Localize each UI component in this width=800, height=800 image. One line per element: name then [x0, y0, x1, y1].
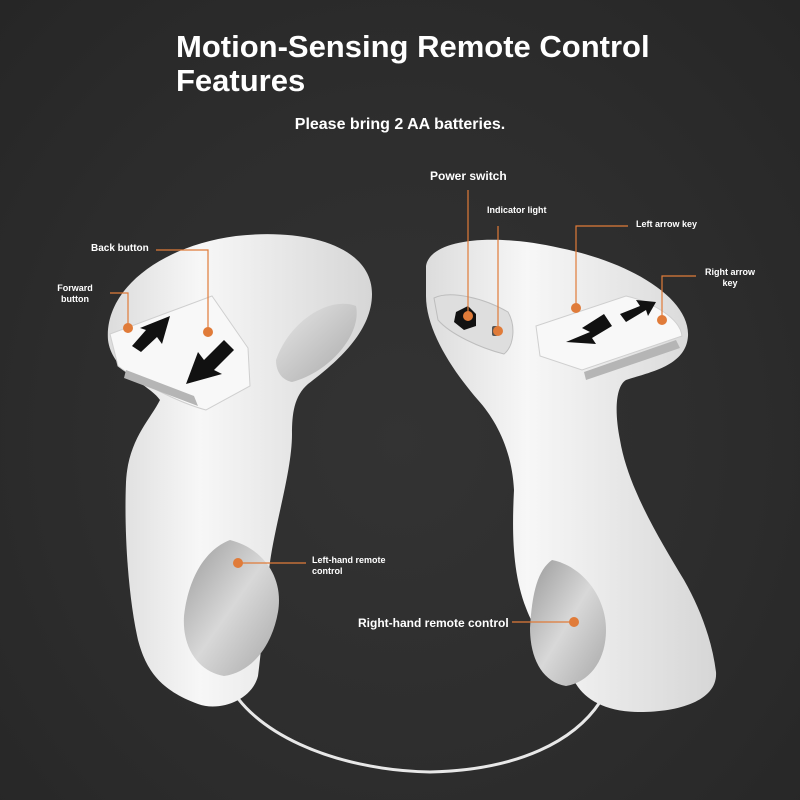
- right-hand-remote-dot: [569, 617, 579, 627]
- right-remote-grip: [530, 560, 606, 686]
- connecting-cable: [226, 681, 602, 774]
- left-remote-front-slot: [124, 370, 198, 406]
- left-remote-grip: [183, 540, 279, 676]
- right-hand-remote: [426, 239, 717, 712]
- right-remote-top-panel: [535, 295, 683, 371]
- callout-dots: [123, 303, 667, 627]
- left-remote-lens: [276, 303, 357, 382]
- left-arrow-key-dot: [571, 303, 581, 313]
- left-arrow-key-leader: [575, 225, 628, 306]
- back-button-label: Back button: [91, 243, 149, 254]
- power-switch-dot: [463, 311, 473, 321]
- indicator-light-dot: [493, 326, 503, 336]
- indicator-light-label: Indicator light: [487, 205, 547, 215]
- forward-button-label: Forward button: [57, 283, 93, 304]
- right-hand-remote-label: Right-hand remote control: [358, 616, 509, 630]
- left-hand-remote: [107, 234, 372, 707]
- right-arrow-key-label: Right arrow key: [704, 267, 755, 288]
- left-hand-remote-label: Left-hand remote control: [312, 555, 386, 576]
- right-arrow-key-leader: [661, 275, 696, 318]
- right-arrow-key-dot: [657, 315, 667, 325]
- forward-arrow-icon: [132, 316, 170, 352]
- right-remote-front-slot: [584, 340, 680, 380]
- forward-button-leader: [110, 292, 129, 326]
- left-arrow-key-label: Left arrow key: [636, 219, 698, 229]
- left-arrow-key-icon: [566, 314, 612, 344]
- left-hand-remote-dot: [233, 558, 243, 568]
- back-button-dot: [203, 327, 213, 337]
- power-switch-label: Power switch: [430, 169, 507, 183]
- right-arrow-key-icon: [620, 300, 656, 322]
- forward-button-dot: [123, 323, 133, 333]
- back-button-leader: [156, 249, 209, 330]
- callout-leaders: [110, 190, 696, 623]
- page-title: Motion-Sensing Remote Control Features: [176, 29, 650, 98]
- page-subtitle: Please bring 2 AA batteries.: [294, 116, 506, 133]
- back-arrow-icon: [186, 340, 234, 384]
